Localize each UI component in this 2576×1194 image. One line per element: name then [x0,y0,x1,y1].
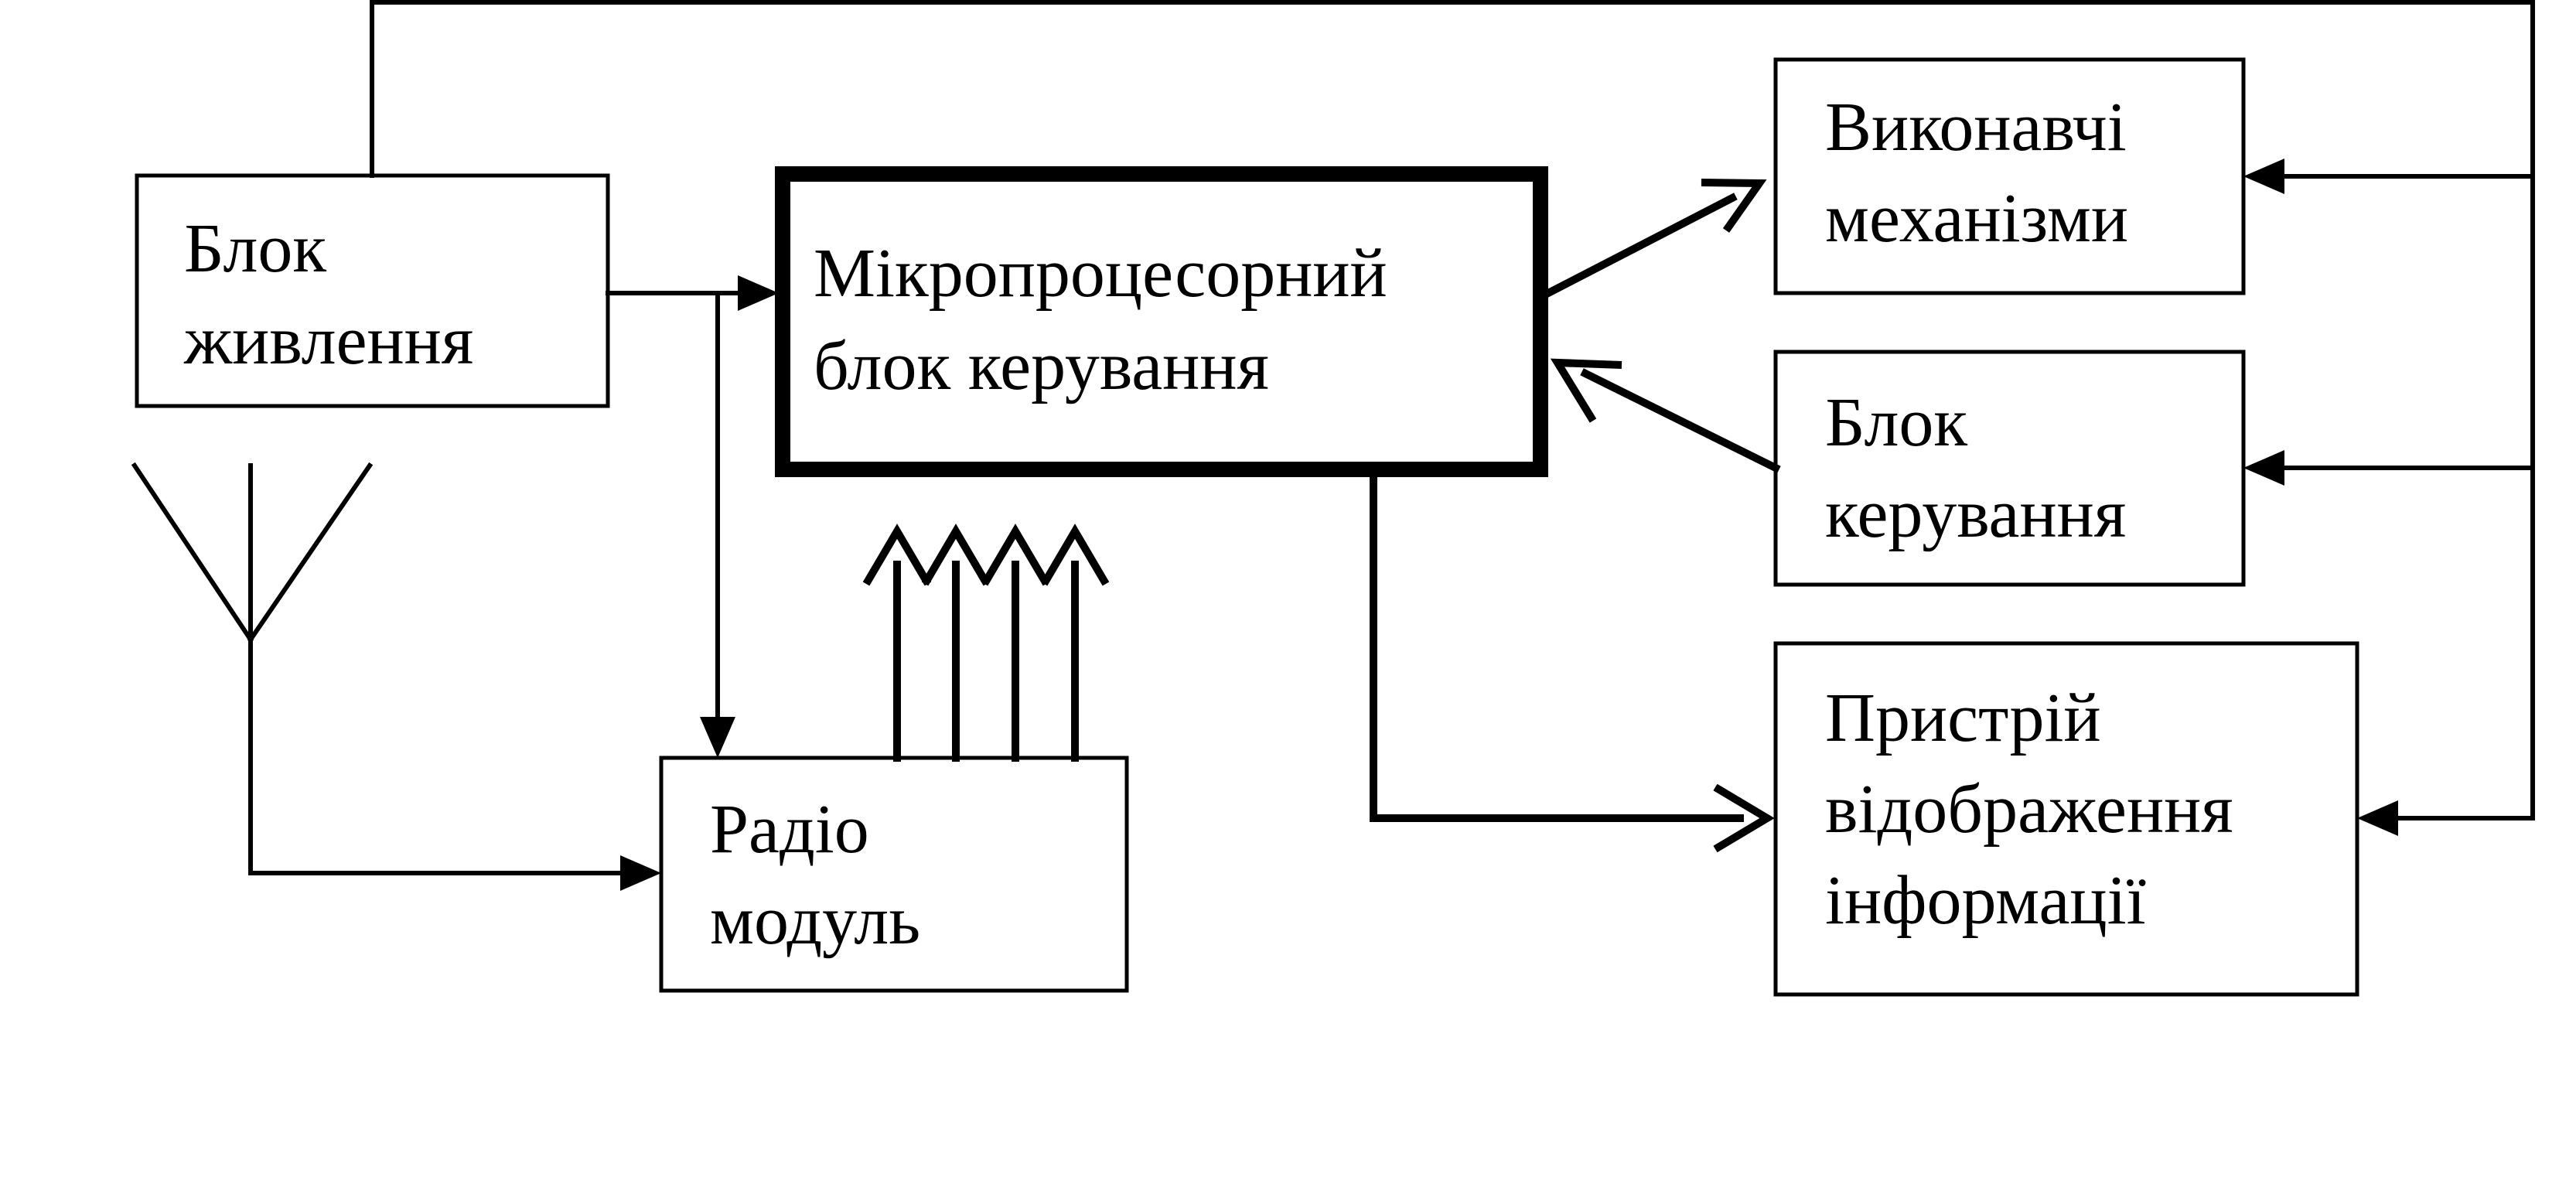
control-unit-to-mcu-arrow [1550,358,1781,473]
radio-module-label-line-2: модуль [710,882,920,959]
power-to-radio-arrow [700,291,735,758]
radio-module-block: Радіо модуль [659,756,1129,993]
display-label-line-3: інформації [1825,862,2146,939]
mcu-label-line-1: Мікропроцесорний [814,235,1387,312]
display-box [1773,641,2359,997]
display-label-line-2: відображення [1825,771,2233,848]
radio-to-mcu-data-arrows [862,524,1110,762]
power-to-control-unit-arrow [2243,450,2535,486]
control-unit-block: Блок керування [1773,350,2246,587]
display-label-line-1: Пристрій [1825,680,2101,756]
actuators-label-line-2: механізми [1825,180,2128,257]
radio-module-label-line-1: Радіо [710,791,869,868]
control-unit-box [1773,350,2246,587]
mcu-label-line-2: блок керування [814,328,1269,404]
data-arrow-2 [921,524,991,762]
data-arrow-3 [981,524,1050,762]
display-block: Пристрій відображення інформації [1773,641,2359,997]
radio-module-box [659,756,1129,993]
antenna-icon [131,462,374,875]
power-to-actuators-arrow [2243,159,2535,194]
power-to-mcu-arrow [606,275,779,311]
mcu-to-display-arrow [1370,466,1775,853]
data-arrow-4 [1040,524,1110,762]
control-unit-label-line-2: керування [1825,476,2126,552]
power-supply-label-line-2: живлення [183,302,473,379]
power-supply-block: Блок живлення [135,173,610,408]
antenna-to-radio-arrow [248,855,661,891]
mcu-to-actuators-arrow [1543,179,1767,298]
actuators-block: Виконавчі механізми [1773,57,2246,295]
mcu-box [775,166,1548,477]
actuators-box [1773,57,2246,295]
power-bus-line [370,0,2535,820]
mcu-block: Мікропроцесорний блок керування [775,166,1548,477]
actuators-label-line-1: Виконавчі [1825,89,2127,165]
control-unit-label-line-1: Блок [1825,384,1967,461]
data-arrow-1 [862,524,932,762]
power-supply-label-line-1: Блок [184,210,326,287]
power-to-display-arrow [2357,800,2535,836]
power-supply-box [135,173,610,408]
